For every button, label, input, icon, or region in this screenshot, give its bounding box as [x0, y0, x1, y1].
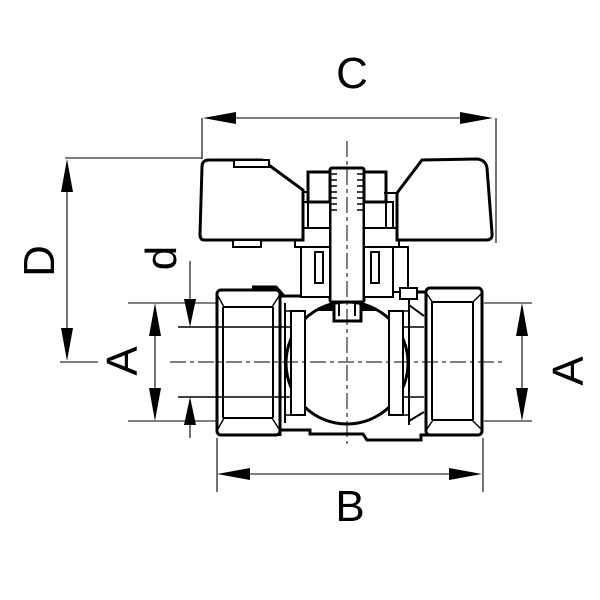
- packing-gland: [294, 201, 418, 300]
- gland-nut-left: [300, 201, 331, 229]
- dim-a-right-extension-lines: [484, 302, 532, 422]
- stop-lug-right: [392, 246, 409, 293]
- dim-label-b: B: [335, 482, 364, 531]
- wing-mark-bottom: [232, 239, 262, 248]
- dimension-d-height: D: [15, 157, 202, 363]
- housing-wedge-right: [360, 303, 378, 311]
- dim-label-bore: d: [137, 246, 186, 270]
- dim-bore-arrow-top: [184, 299, 196, 327]
- wing-left: [198, 158, 305, 242]
- dim-label-a-right: A: [544, 356, 593, 386]
- wing-mark-top: [233, 159, 270, 168]
- right-taper-lines: [408, 304, 425, 422]
- cap-left-bevel: [222, 306, 274, 419]
- cap-left-corner-chamfers: [217, 295, 280, 430]
- body-bottom-profile: [280, 428, 460, 442]
- stem-thread-marks: [330, 173, 364, 211]
- gland-nut-right: [363, 201, 394, 229]
- wing-ledges: [303, 191, 397, 194]
- gland-flange-right: [363, 227, 400, 248]
- hub-boss-left: [306, 170, 332, 204]
- dim-a-right-arrow-bottom: [516, 388, 528, 421]
- dim-d-arrow-bottom: [61, 328, 73, 361]
- dim-a-right-arrow-top: [516, 303, 528, 336]
- seat-right: [388, 310, 404, 416]
- dim-b-arrow-left: [217, 468, 250, 480]
- dim-a-left-arrow-bottom: [149, 388, 161, 421]
- wing-right: [395, 157, 494, 242]
- dim-b-extension-lines: [216, 438, 484, 492]
- dim-b-arrow-right: [449, 468, 482, 480]
- cap-notch-right: [399, 287, 418, 300]
- dimension-c: C: [201, 49, 497, 243]
- packing-ring-right: [370, 251, 380, 284]
- seat-connect-lines: [285, 310, 409, 416]
- dimension-b: B: [216, 438, 484, 531]
- cap-right-corner-chamfers: [426, 293, 482, 430]
- dim-d-reference-lines: [60, 157, 202, 363]
- bore-lines: [178, 326, 424, 398]
- ball: [284, 300, 410, 426]
- dim-c-extension-lines: [201, 118, 497, 243]
- dim-label-d-height: D: [15, 245, 64, 277]
- dim-label-a-left: A: [98, 346, 147, 376]
- handle-hub: [306, 170, 388, 204]
- dimension-d-bore: d: [137, 246, 196, 438]
- packing-ring-left: [314, 251, 324, 284]
- cap-right-bevel: [431, 301, 474, 421]
- dim-d-arrow-top: [61, 159, 73, 192]
- housing-wedge-left: [316, 303, 334, 311]
- dim-label-c: C: [336, 49, 368, 98]
- dim-c-arrow-right: [460, 112, 493, 124]
- handle-wings: [198, 157, 494, 248]
- dim-a-left-arrow-top: [149, 303, 161, 336]
- seat-left: [290, 310, 306, 416]
- dim-bore-arrow-bottom: [184, 397, 196, 425]
- dimension-a-left: A: [98, 302, 216, 422]
- dimension-a-right: A: [484, 302, 593, 422]
- hub-boss-right: [362, 170, 388, 204]
- dim-a-left-extension-lines: [128, 302, 216, 422]
- centerlines: [170, 141, 504, 444]
- dim-c-arrow-left: [203, 112, 236, 124]
